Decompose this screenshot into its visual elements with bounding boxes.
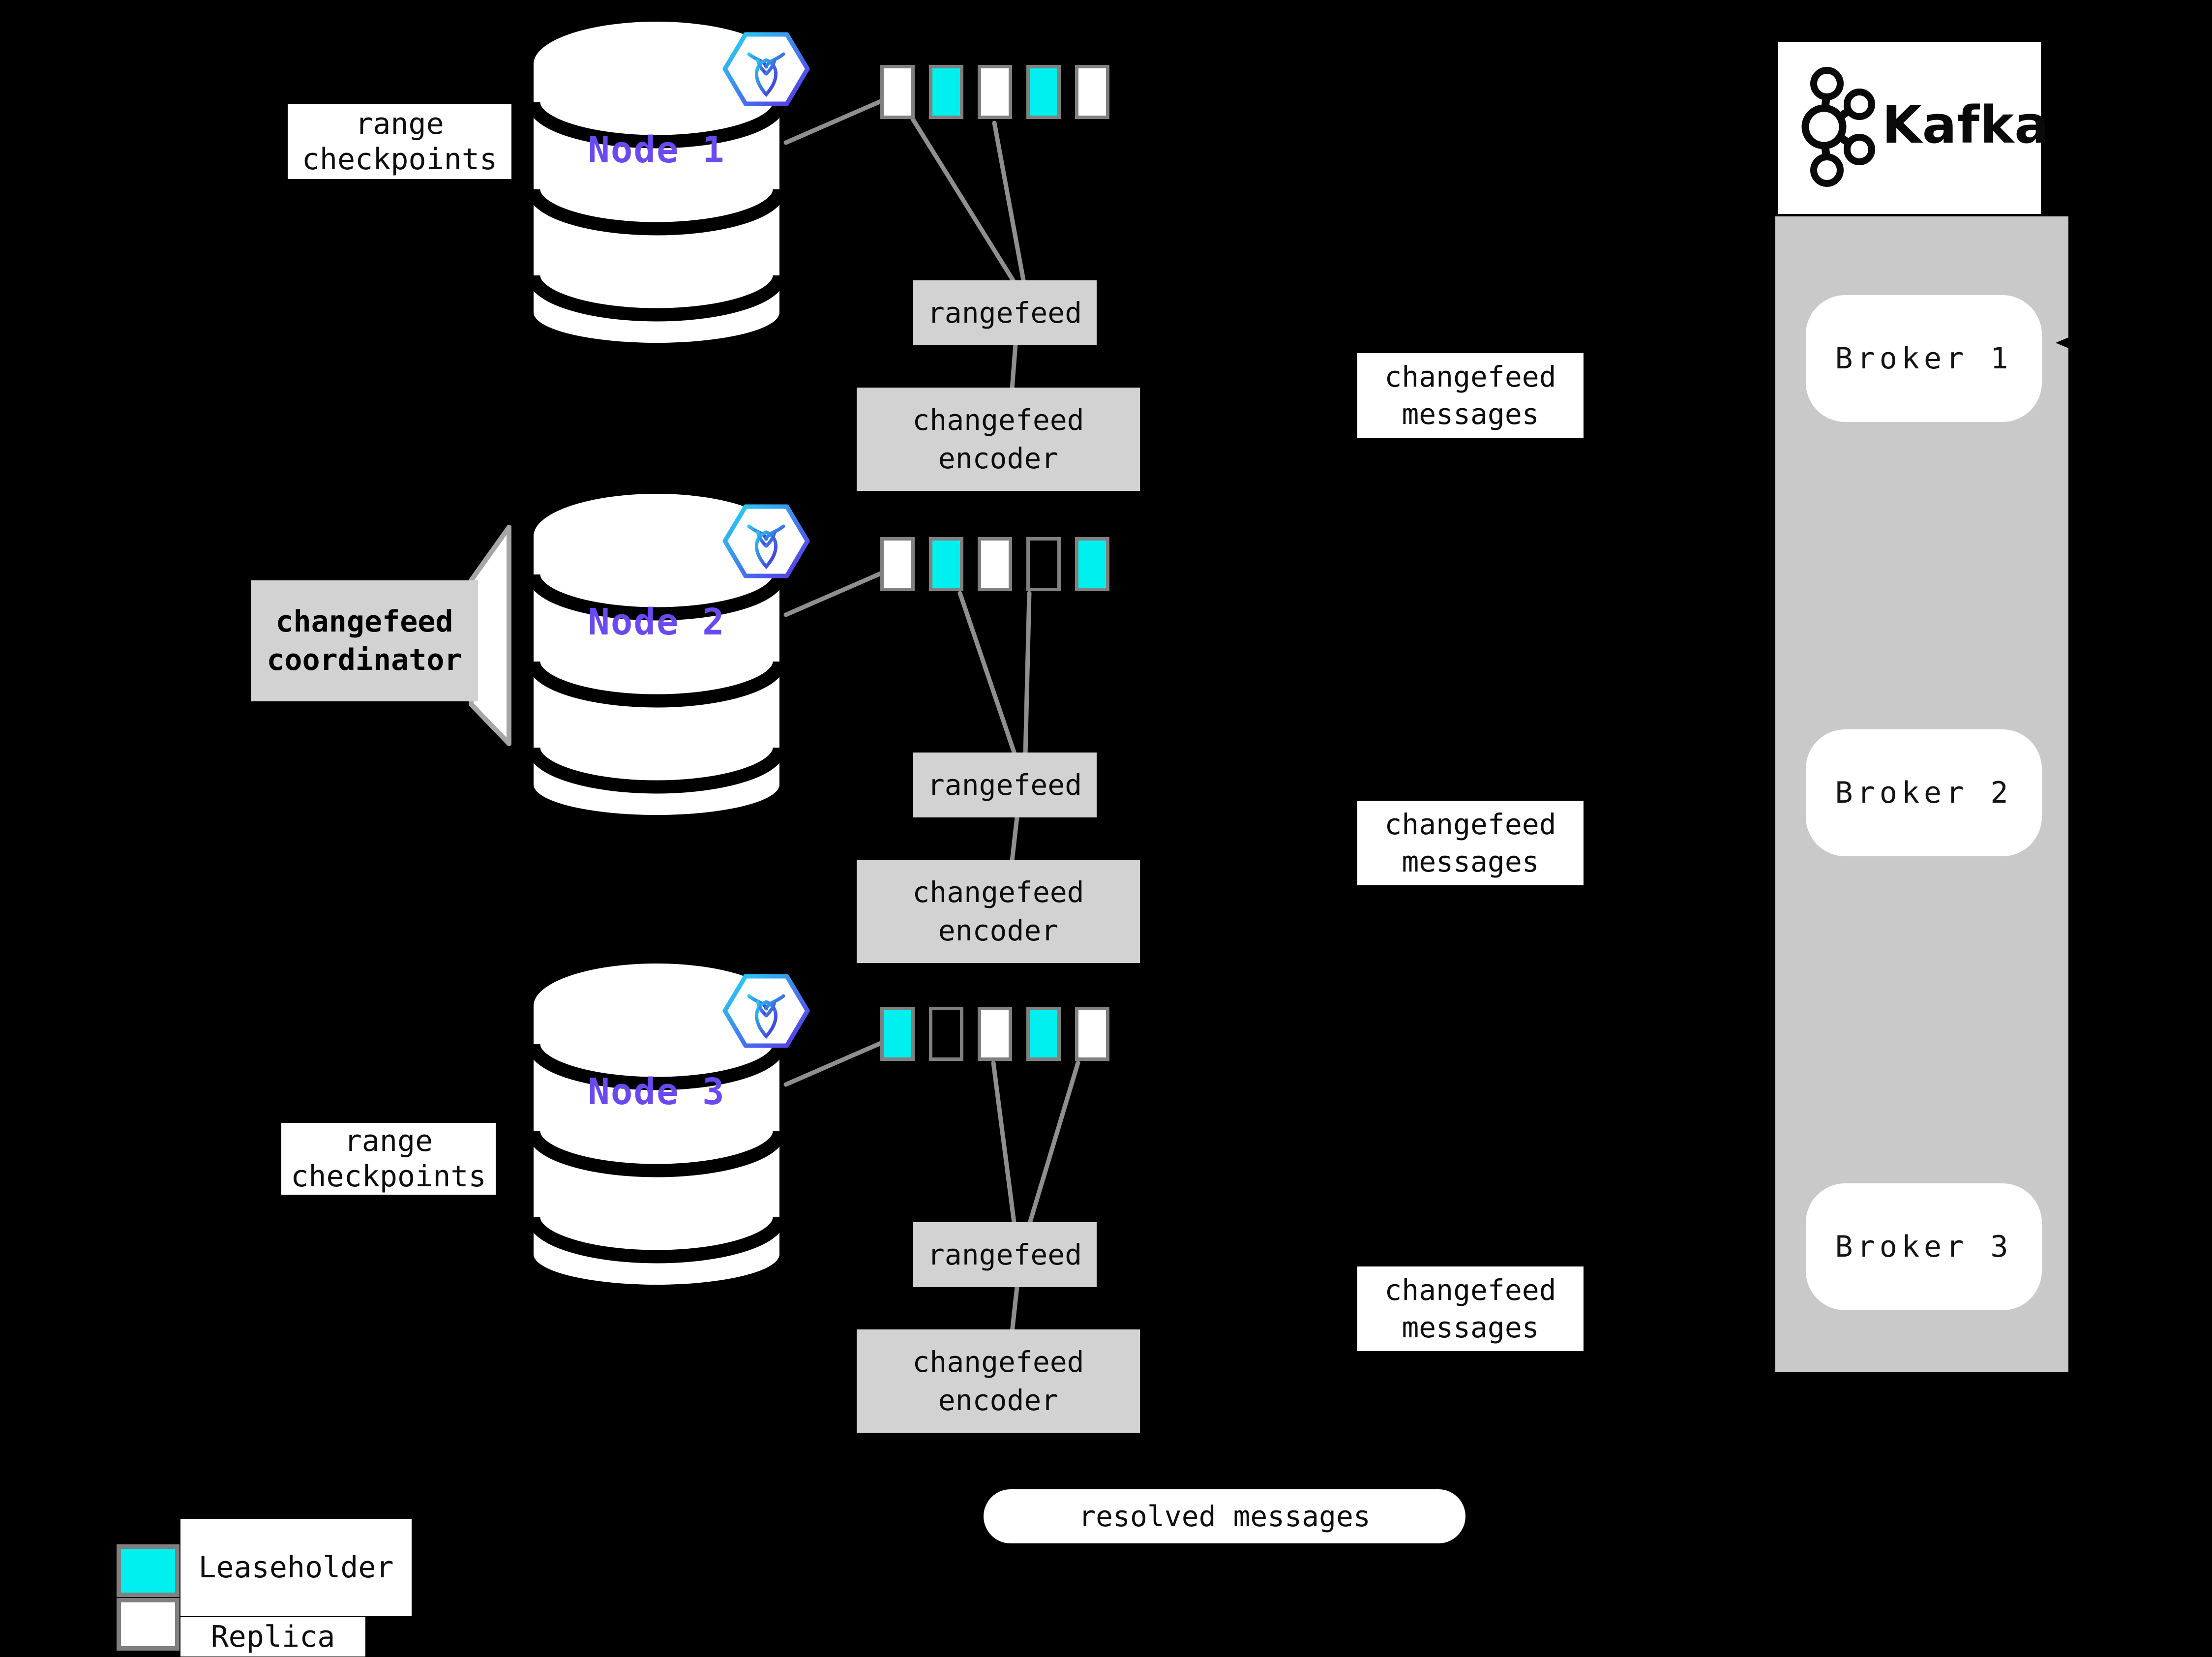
- range-squares: [880, 1007, 1109, 1061]
- incoming-arrowhead: [2056, 329, 2089, 357]
- range-empty-square: [929, 1007, 963, 1061]
- legend-replica-label: Replica: [180, 1617, 365, 1657]
- legend-replica-swatch: [117, 1598, 179, 1651]
- range-leaseholder-square: [1026, 1007, 1061, 1061]
- broker-2: Broker 2: [1806, 729, 2042, 856]
- range-leaseholder-square: [1026, 65, 1061, 119]
- range-replica-square: [978, 1007, 1012, 1061]
- range-replica-square: [880, 65, 915, 119]
- changefeed-messages-label: changefeed messages: [1357, 1266, 1584, 1351]
- changefeed-messages-label: changefeed messages: [1357, 353, 1584, 438]
- range-replica-square: [978, 537, 1012, 591]
- range-leaseholder-square: [880, 1007, 915, 1061]
- rangefeed-box: rangefeed: [913, 280, 1097, 345]
- rangefeed-box: rangefeed: [913, 1222, 1097, 1287]
- range-replica-square: [978, 65, 1012, 119]
- node-label: Node 2: [588, 601, 725, 643]
- rangefeed-box: rangefeed: [913, 753, 1097, 817]
- changefeed-messages-label: changefeed messages: [1357, 801, 1584, 885]
- cockroachdb-icon: [722, 32, 810, 106]
- changefeed-encoder-box: changefeed encoder: [857, 860, 1140, 963]
- range-replica-square: [880, 537, 915, 591]
- node-label: Node 3: [588, 1071, 725, 1113]
- cockroachdb-icon: [722, 974, 810, 1048]
- changefeed-encoder-box: changefeed encoder: [857, 388, 1140, 491]
- range-leaseholder-square: [929, 65, 963, 119]
- range-replica-square: [1075, 1007, 1109, 1061]
- kafka-logo-icon: [1801, 67, 1875, 187]
- range-squares: [880, 537, 1109, 591]
- legend-leaseholder-swatch: [117, 1544, 179, 1597]
- kafka-logo-box: Kafka: [1778, 42, 2049, 214]
- range-checkpoints-label: range checkpoints: [281, 1123, 496, 1195]
- kafka-wordmark: Kafka: [1882, 95, 2050, 155]
- cockroachdb-icon: [722, 504, 810, 578]
- node-label: Node 1: [588, 129, 725, 171]
- legend-leaseholder-label: Leaseholder: [180, 1519, 412, 1616]
- range-replica-square: [1075, 65, 1109, 119]
- range-leaseholder-square: [929, 537, 963, 591]
- broker-3: Broker 3: [1806, 1183, 2042, 1310]
- broker-1: Broker 1: [1806, 295, 2042, 422]
- changefeed-coordinator-box: changefeed coordinator: [251, 580, 478, 701]
- database-cylinder: [524, 962, 789, 1286]
- database-cylinder: [524, 20, 789, 344]
- range-squares: [880, 65, 1109, 119]
- changefeed-encoder-box: changefeed encoder: [857, 1329, 1140, 1433]
- range-checkpoints-label: range checkpoints: [288, 104, 511, 179]
- range-leaseholder-square: [1075, 537, 1109, 591]
- resolved-messages-pill: resolved messages: [984, 1489, 1465, 1543]
- range-empty-square: [1026, 537, 1061, 591]
- database-cylinder: [524, 492, 789, 816]
